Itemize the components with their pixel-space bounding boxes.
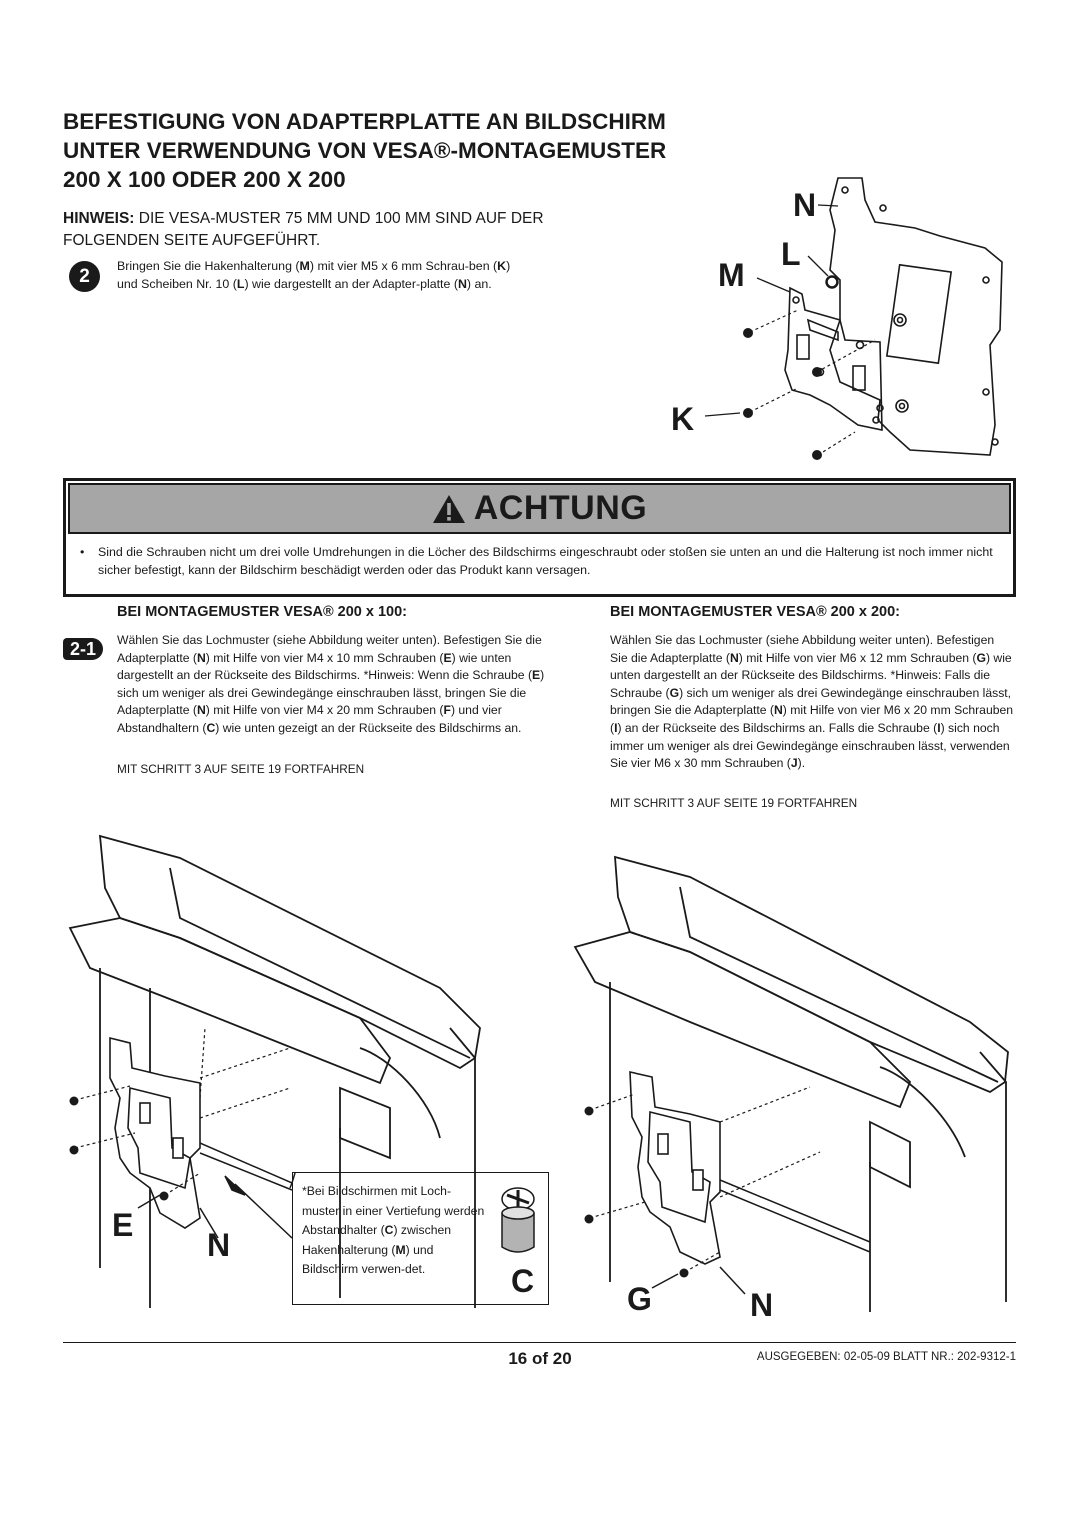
screw-k [743, 408, 753, 418]
text-segment: Wählen Sie das Lochmuster (siehe Abbildu… [117, 633, 542, 665]
ref-letter: K [497, 259, 507, 273]
text-segment: ) mit Hilfe von vier M6 x 20 mm Schraube… [610, 703, 1014, 735]
screw-k [812, 367, 822, 377]
tv-back-200x100-illustration [68, 834, 481, 1308]
note-label: HINWEIS: [63, 210, 135, 227]
warning-triangle-icon [432, 494, 465, 523]
ref-letter: I [614, 720, 618, 735]
ref-letter: L [236, 277, 245, 291]
ref-letter: M [395, 1242, 406, 1257]
note-text-2: FOLGENDEN SEITE AUFGEFÜHRT. [63, 232, 321, 249]
text-segment: ) mit Hilfe von vier M4 x 10 mm Schraube… [205, 650, 444, 665]
label-n-left: N [207, 1227, 231, 1263]
right-continue-note: MIT SCHRITT 3 AUF SEITE 19 FORTFAHREN [610, 796, 858, 810]
text-segment: ) mit Hilfe von vier M6 x 12 mm Schraube… [738, 650, 977, 665]
adapter-plate-illustration [704, 177, 1003, 460]
ref-letter: C [206, 720, 216, 735]
ref-letter: G [669, 685, 680, 700]
screw-e [159, 1191, 169, 1201]
title-line-2: UNTER VERWENDUNG VON VESA®-MONTAGEMUSTER [63, 138, 667, 163]
left-column-heading: BEI MONTAGEMUSTER VESA® 200 x 100: [117, 604, 408, 620]
note: HINWEIS: DIE VESA-MUSTER 75 MM UND 100 M… [63, 208, 663, 252]
title-line-1: BEFESTIGUNG VON ADAPTERPLATTE AN BILDSCH… [63, 109, 666, 134]
title-line-3: 200 X 100 ODER 200 X 200 [63, 167, 346, 192]
ref-letter: N [729, 650, 739, 665]
text-segment: ). [797, 756, 806, 771]
text-segment: ) sich um weniger als drei Gewindegänge … [117, 668, 545, 718]
text-segment: Wählen Sie das Lochmuster (siehe Abbildu… [610, 633, 995, 665]
footer-divider [63, 1342, 1016, 1343]
hook-bracket-m [784, 286, 883, 431]
right-column-heading: BEI MONTAGEMUSTER VESA® 200 x 200: [610, 604, 901, 620]
text-segment: ) mit vier M5 x 6 mm Schrau-ben ( [309, 259, 498, 273]
screw-k [743, 328, 753, 338]
page-number: 16 of 20 [508, 1349, 572, 1368]
text-segment: ) an. [466, 277, 492, 291]
ref-letter: N [196, 703, 206, 718]
spacer-c-icon [501, 1187, 535, 1253]
issued-info: AUSGEGEBEN: 02-05-09 BLATT NR.: 202-9312… [756, 1351, 1016, 1363]
text-segment: ) und vier Abstandhaltern ( [117, 703, 502, 735]
ref-letter: M [299, 259, 310, 273]
label-k: K [671, 401, 695, 437]
ref-letter: J [790, 756, 798, 771]
step-2-text: Bringen Sie die Hakenhalterung (M) mit v… [117, 257, 527, 293]
step-number-badge: 2 [69, 261, 100, 292]
text-segment: ) wie unten dargestellt an der Rückseite… [610, 650, 1012, 700]
ref-letter: N [457, 277, 467, 291]
text-segment: Bringen Sie die Hakenhalterung ( [117, 259, 300, 273]
caution-header: ACHTUNG [68, 483, 1011, 534]
label-g: G [627, 1281, 652, 1317]
ref-letter: C [384, 1223, 394, 1237]
text-segment: ) an der Rückseite des Bildschirms an. F… [617, 720, 938, 735]
page-title: BEFESTIGUNG VON ADAPTERPLATTE AN BILDSCH… [63, 107, 763, 194]
text-segment: ) und Scheiben Nr. 10 ( [117, 259, 511, 291]
text-segment: ) sich um weniger als drei Gewindegänge … [610, 685, 1012, 718]
ref-letter: I [937, 720, 941, 735]
screw-e [69, 1145, 79, 1155]
ref-letter: E [443, 650, 452, 665]
screw-g [584, 1214, 594, 1224]
text-segment: ) wie unten dargestellt an der Rückseite… [117, 650, 533, 683]
caution-paragraph: Sind die Schrauben nicht um drei volle U… [98, 545, 993, 577]
caution-box: ACHTUNG • Sind die Schrauben nicht um dr… [63, 478, 1016, 597]
left-column-text: Wählen Sie das Lochmuster (siehe Abbildu… [117, 632, 561, 738]
left-continue-note: MIT SCHRITT 3 AUF SEITE 19 FORTFAHREN [117, 762, 365, 776]
step-2-1-badge: 2-1 [63, 638, 103, 660]
tv-back-200x200-illustration [573, 855, 1009, 1312]
screw-e [69, 1096, 79, 1106]
label-m: M [718, 257, 745, 293]
text-segment: ) zwischen Hakenhalterung ( [302, 1223, 452, 1257]
label-n: N [793, 187, 817, 223]
note-text-1: DIE VESA-MUSTER 75 MM UND 100 MM SIND AU… [134, 210, 544, 227]
callout-text: *Bei Bildschirmen mit Loch-muster in ein… [302, 1182, 487, 1280]
label-c: C [511, 1263, 535, 1299]
ref-letter: G [976, 650, 986, 665]
ref-letter: E [532, 668, 541, 683]
adapter-plate-n [829, 177, 1003, 456]
screw-g [679, 1268, 689, 1278]
screw-k [812, 450, 822, 460]
spacer-callout: *Bei Bildschirmen mit Loch-muster in ein… [292, 1172, 549, 1305]
ref-letter: N [773, 703, 783, 718]
caution-text: • Sind die Schrauben nicht um drei volle… [80, 543, 999, 579]
text-segment: ) und Bildschirm verwen-det. [302, 1242, 434, 1277]
bullet: • [80, 545, 85, 559]
label-l: L [781, 236, 801, 272]
text-segment: ) mit Hilfe von vier M4 x 20 mm Schraube… [205, 703, 444, 718]
screw-g [584, 1106, 594, 1116]
label-e: E [112, 1207, 134, 1243]
ref-letter: F [443, 703, 451, 718]
text-segment: ) wie unten gezeigt an der Rückseite des… [215, 720, 522, 735]
washer-l [825, 275, 839, 289]
text-segment: ) sich noch immer um weniger als drei Ge… [610, 720, 1010, 771]
text-segment: ) wie dargestellt an der Adapter-platte … [244, 277, 458, 291]
label-n-right: N [750, 1287, 774, 1323]
text-segment: *Bei Bildschirmen mit Loch-muster in ein… [302, 1184, 485, 1237]
ref-letter: N [196, 650, 206, 665]
right-column-text: Wählen Sie das Lochmuster (siehe Abbildu… [610, 632, 1015, 773]
caution-label: ACHTUNG [473, 489, 648, 527]
